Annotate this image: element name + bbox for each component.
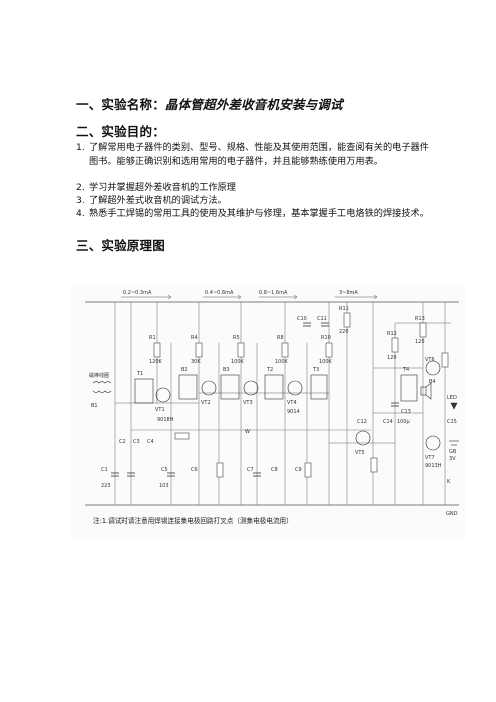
component-label: LED [447,395,457,401]
objective-item-3: 3. 了解超外差式收音机的调试方法。 [76,194,432,208]
component-label: VT1 [155,407,165,413]
objective-text: 了解常用电子器件的类别、型号、规格、性能及其使用范围，能查阅有关的电子器件图书。… [89,142,429,167]
objective-number: 2. [76,182,85,193]
circuit-schematic: 0.2~0.3mA 0.4~0.8mA 0.8~1.6mA 3~8mA 磁棒线圈… [71,283,465,541]
component-label: B4 [429,379,436,385]
component-label: T2 [266,367,273,373]
component-label: C6 [191,467,198,473]
section-2-heading: 二、实验目的： [76,124,165,139]
component-label: R11 [339,306,349,312]
component-label: 9018H [157,417,174,423]
component-label: W [245,429,250,435]
component-label: C8 [271,467,278,473]
component-label: 9014 [287,409,300,415]
component-label: C3 [133,439,140,445]
experiment-title: 晶体管超外差收音机安装与调试 [164,97,343,112]
component-label: 9013H [425,463,442,469]
component-label: VT3 [243,400,253,406]
component-label: C4 [147,439,154,445]
component-label: 磁棒线圈 [89,372,109,379]
component-label: C9 [295,467,302,473]
component-label: B1 [91,403,98,409]
component-label: 120K [149,359,163,365]
component-label: C5 [161,467,168,473]
component-label: VT2 [201,400,211,406]
component-label: T4 [402,367,409,373]
component-label: 120 [415,339,425,345]
component-label: VT7 [425,455,435,461]
current-label-3: 0.8~1.6mA [259,290,288,296]
component-label: B2 [181,367,188,373]
component-label: VT4 [287,400,297,406]
component-label: VT6 [425,357,435,363]
component-label: C7 [247,467,254,473]
component-label: R10 [321,335,331,341]
component-label: 220 [339,329,349,335]
component-label: C14 [383,419,393,425]
component-label: R1 [149,335,156,341]
component-label: VT5 [355,450,365,456]
component-label: C15 [447,419,457,425]
objective-item-1: 1. 了解常用电子器件的类别、型号、规格、性能及其使用范围，能查阅有关的电子器件… [76,141,432,183]
component-label: T3 [312,367,319,373]
component-label: 30K [191,359,201,365]
objective-text: 了解超外差式收音机的调试方法。 [89,195,227,206]
current-label-2: 0.4~0.8mA [205,290,234,296]
objective-number: 3. [76,195,85,206]
component-label: 3V [449,456,456,462]
objective-item-4: 4. 熟悉手工焊锡的常用工具的使用及其维护与修理，基本掌握手工电烙铁的焊接技术。 [76,207,432,235]
current-label-4: 3~8mA [339,290,358,296]
component-label: K [447,479,451,485]
component-label: 120 [387,355,397,361]
objective-text: 熟悉手工焊锡的常用工具的使用及其维护与修理，基本掌握手工电烙铁的焊接技术。 [89,208,429,219]
component-label: T1 [136,371,143,377]
component-label: 223 [101,483,111,489]
component-label: C2 [119,439,126,445]
objective-number: 1. [76,142,85,153]
schematic-svg: 0.2~0.3mA 0.4~0.8mA 0.8~1.6mA 3~8mA 磁棒线圈… [71,283,465,541]
component-label: 100μ [397,419,411,425]
component-label: C10 [297,316,307,322]
component-label: R13 [415,316,425,322]
objective-number: 4. [76,208,85,219]
component-label: C11 [317,316,327,322]
objective-item-2: 2. 学习并掌握超外差收音机的工作原理 [76,181,432,195]
component-label: C1 [101,467,108,473]
component-label: R12 [387,331,397,337]
section-3-heading: 三、实验原理图 [76,238,165,253]
component-label: GB [449,449,457,455]
component-label: R8 [277,335,284,341]
objective-text: 学习并掌握超外差收音机的工作原理 [89,182,236,193]
component-label: C12 [357,419,367,425]
schematic-note: 注:1.调试时请注意用焊锡连接集电极回路打叉点（测集电极电流用） [93,516,293,525]
component-label: 100K [275,359,289,365]
section-1-prefix: 一、实验名称： [76,97,165,112]
component-label: B3 [223,367,230,373]
component-label: C13 [401,409,411,415]
component-label: R4 [191,335,198,341]
component-label: 100K [319,359,333,365]
component-label: 100K [231,359,245,365]
component-label: R5 [233,335,240,341]
component-label: 103 [159,483,169,489]
component-label: GND [446,511,458,517]
section-1-heading: 一、实验名称：晶体管超外差收音机安装与调试 [76,94,343,113]
current-label-1: 0.2~0.3mA [123,290,152,296]
